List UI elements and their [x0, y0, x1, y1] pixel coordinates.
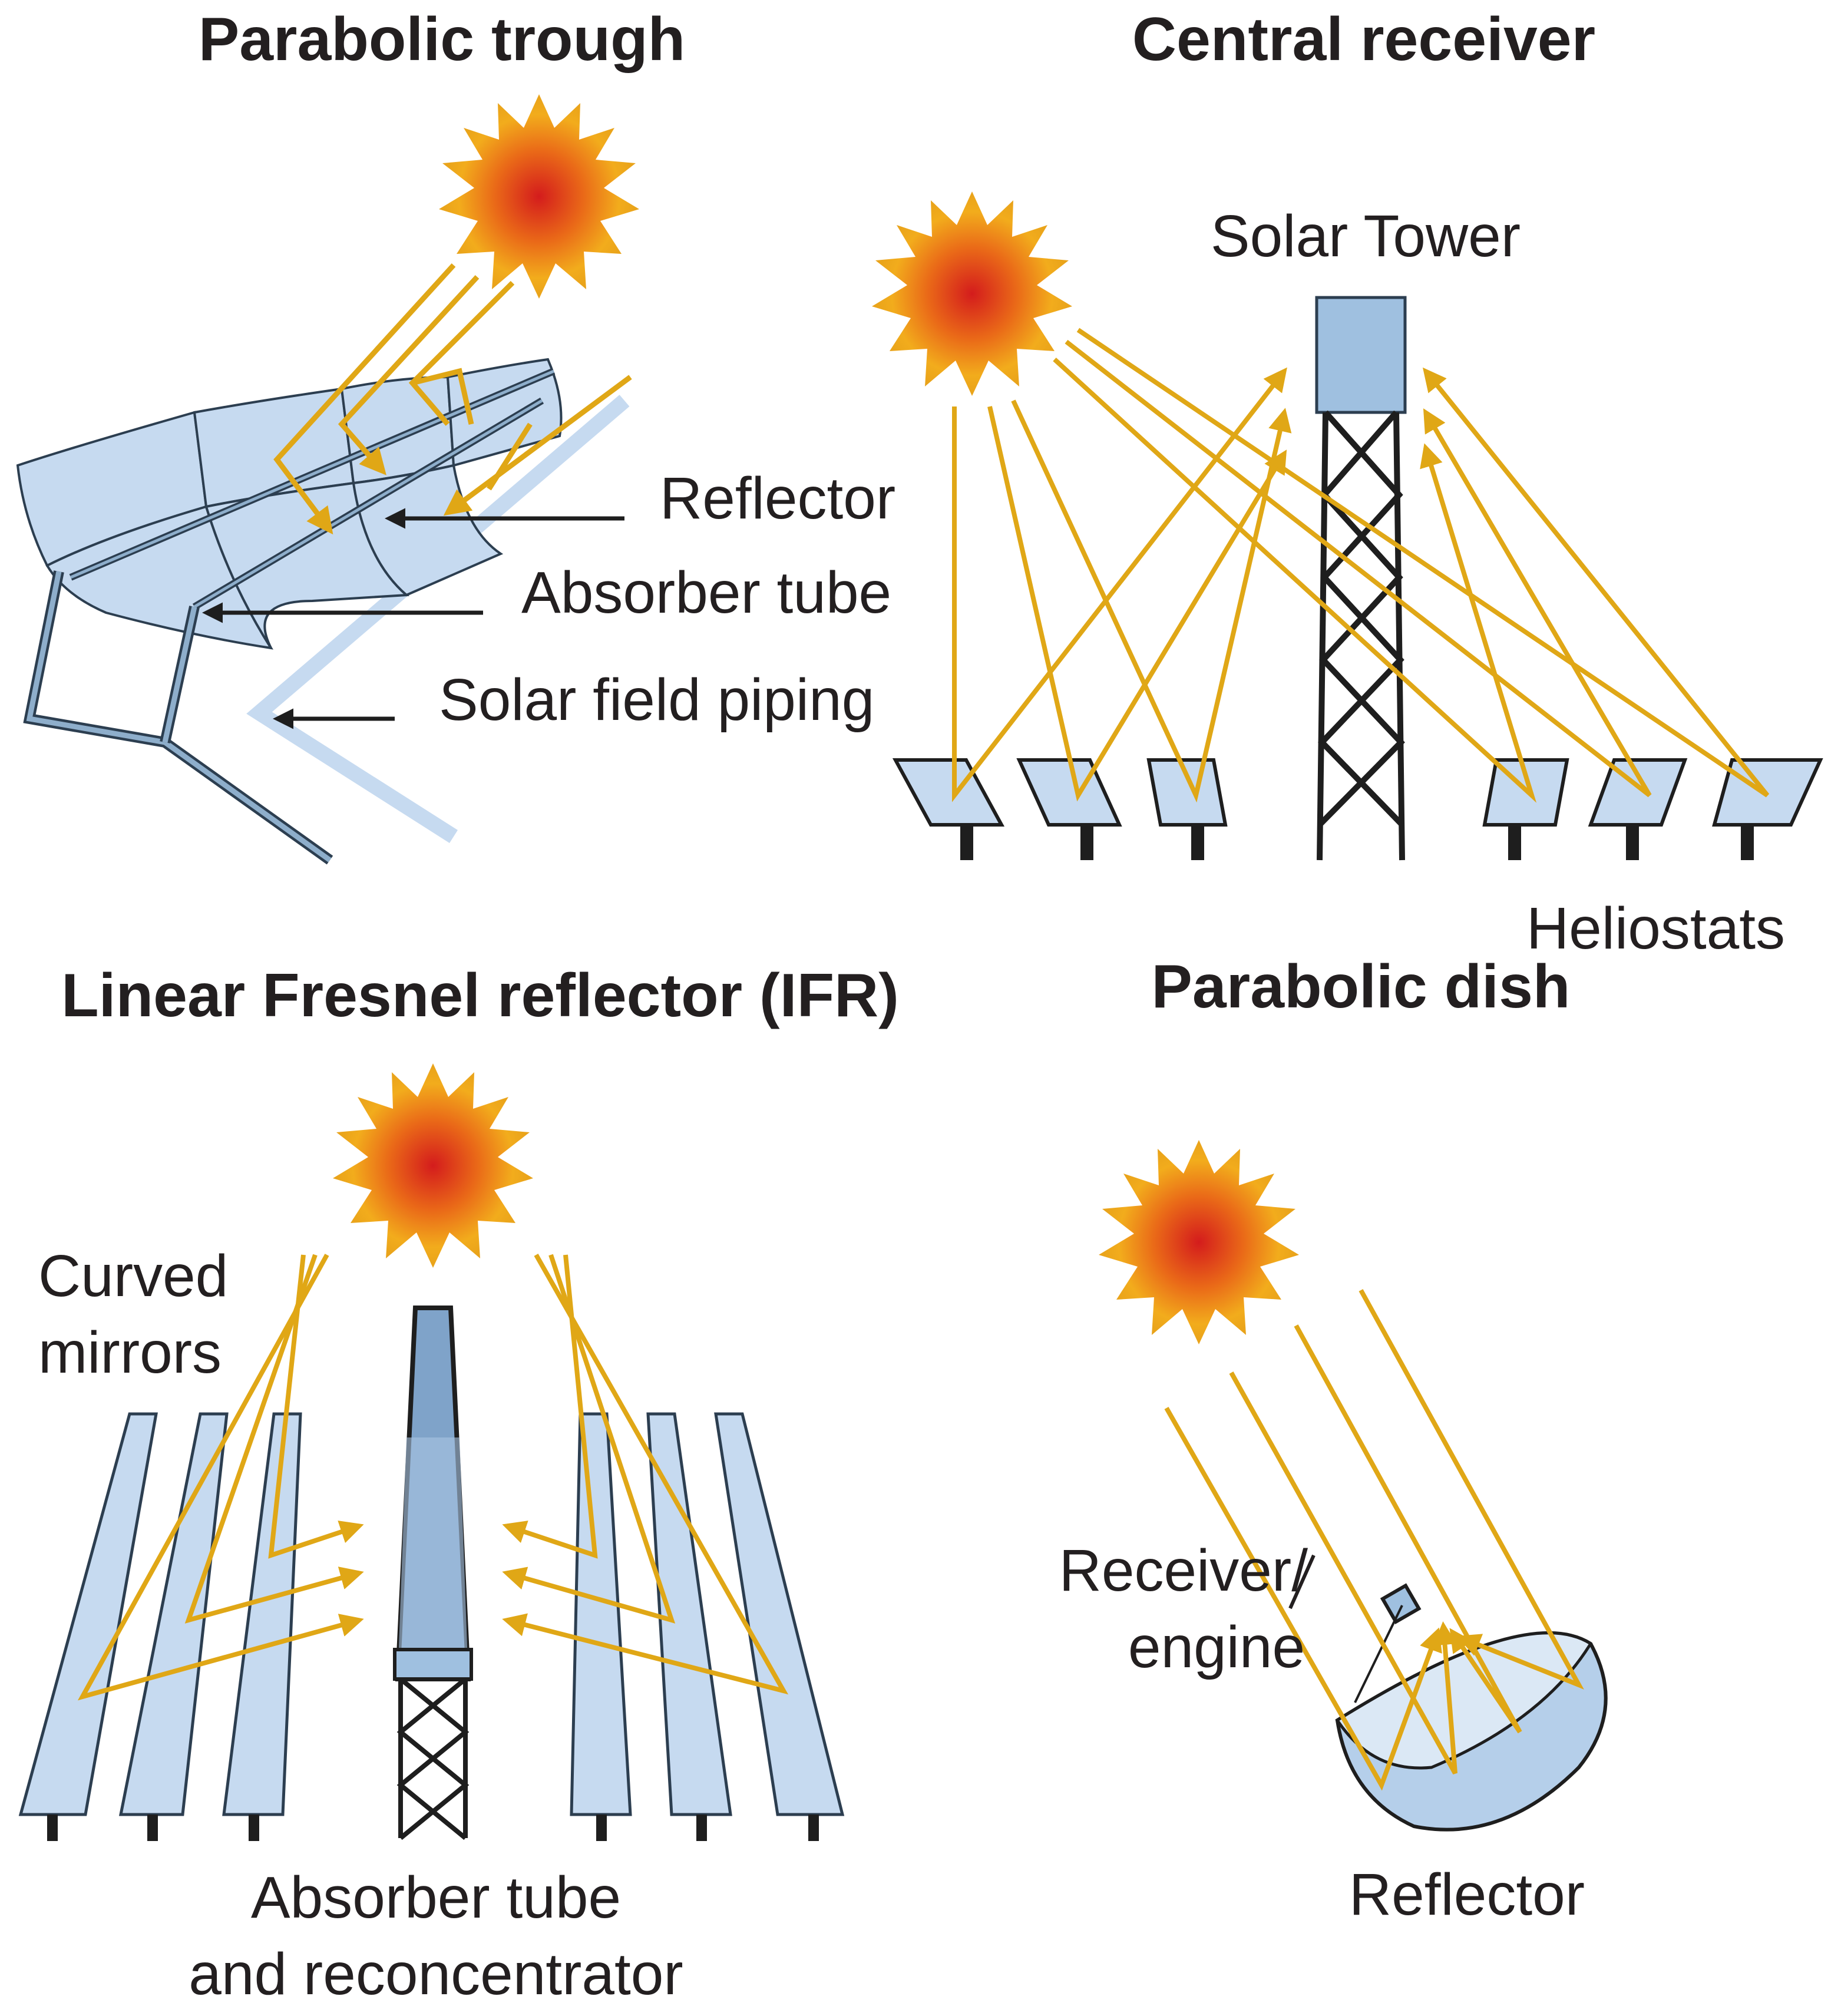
heliostat-icon — [1146, 758, 1228, 860]
curved-mirrors-label-line1: Curved — [38, 1243, 228, 1309]
fresnel-mirrors — [18, 1412, 845, 1816]
sun-icon — [1099, 1140, 1299, 1344]
heliostats — [892, 758, 1823, 860]
fresnel-mirror-posts — [47, 1815, 819, 1841]
receiver-engine-label-line1: Receiver/ — [1059, 1538, 1308, 1604]
solar-tower-label: Solar Tower — [1211, 203, 1521, 269]
parabolic-trough-title: Parabolic trough — [199, 5, 685, 74]
solar-field-piping-label: Solar field piping — [439, 667, 874, 733]
absorber-reconcentrator-label-line2: and reconcentrator — [189, 1941, 683, 2007]
heliostat-icon — [892, 758, 1005, 860]
panel-parabolic-trough: Parabolic trough — [16, 5, 895, 865]
parabolic-dish-title: Parabolic dish — [1152, 953, 1571, 1021]
panel-central-receiver: Central receiver Solar Tower — [872, 5, 1823, 961]
fresnel-rays — [77, 1254, 789, 1701]
tower-rays — [952, 328, 1770, 803]
trough-pointers — [202, 508, 624, 729]
panel-linear-fresnel: Linear Fresnel reflector (IFR) Curved mi… — [18, 961, 899, 2007]
receiver-engine-slash — [1288, 1554, 1316, 1610]
curved-mirrors-label-line2: mirrors — [38, 1320, 222, 1386]
trough-rays — [273, 263, 632, 535]
sun-icon — [439, 94, 639, 299]
heliostats-label: Heliostats — [1526, 895, 1785, 961]
dish-reflector-label: Reflector — [1349, 1862, 1585, 1928]
heliostat-icon — [1016, 758, 1122, 860]
receiver-engine — [1354, 1583, 1422, 1703]
heliostat-icon — [1712, 758, 1823, 860]
absorber-tube-label: Absorber tube — [521, 560, 891, 626]
sun-icon — [872, 191, 1072, 396]
dish-rays — [1164, 1289, 1584, 1791]
absorber-reconcentrator — [393, 1306, 473, 1840]
tower-icon — [1315, 296, 1407, 861]
panel-parabolic-dish: Parabolic dish Receiver/ engine Reflecto… — [1059, 953, 1608, 1928]
heliostat-icon — [1588, 758, 1688, 860]
absorber-reconcentrator-label-line1: Absorber tube — [251, 1865, 621, 1931]
receiver-engine-label-line2: engine — [1128, 1614, 1305, 1680]
reflector-label: Reflector — [660, 465, 895, 531]
central-receiver-title: Central receiver — [1132, 5, 1595, 74]
linear-fresnel-title: Linear Fresnel reflector (IFR) — [61, 961, 899, 1030]
sun-icon — [333, 1063, 533, 1268]
solar-field-piping-outline — [246, 395, 630, 843]
